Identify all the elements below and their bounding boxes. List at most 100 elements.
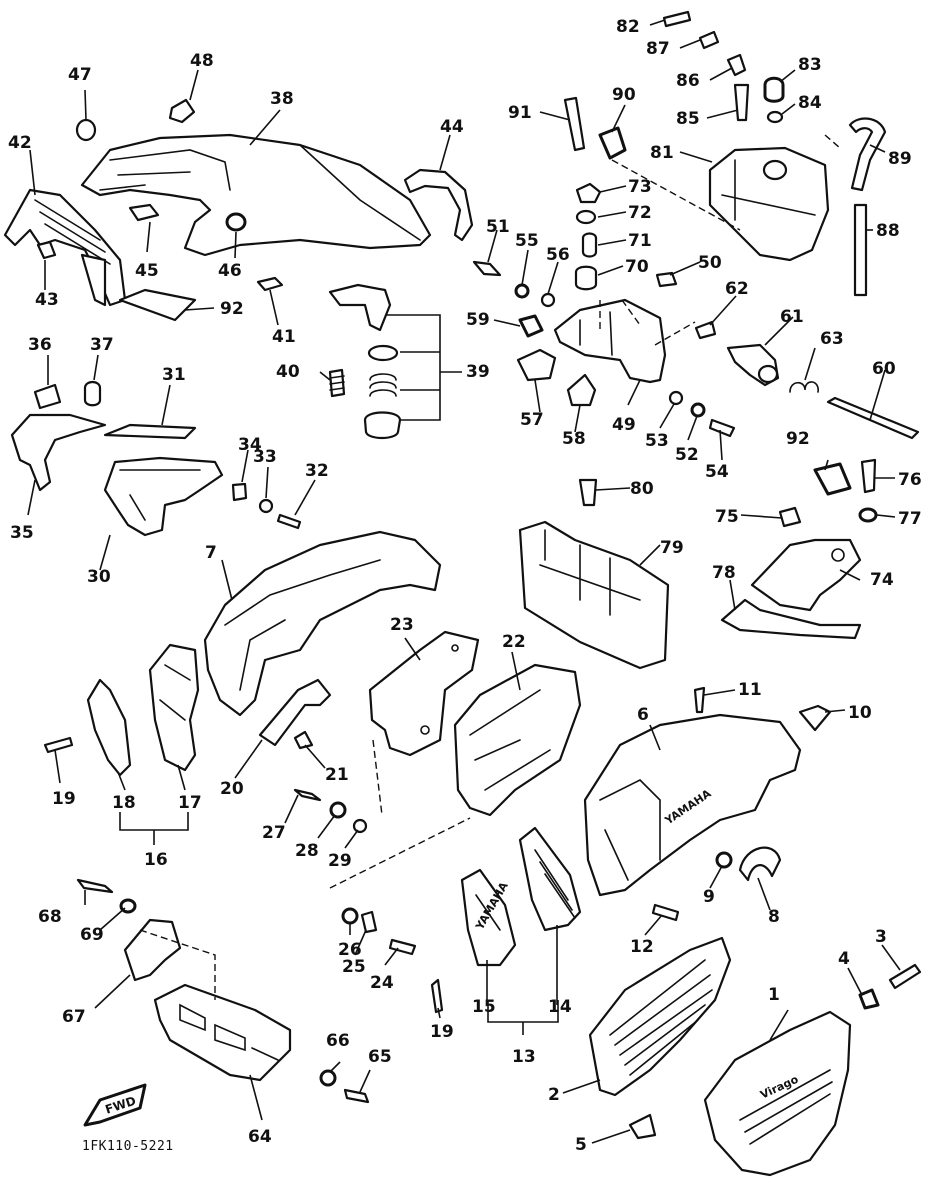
callout-48: 48 [190, 51, 214, 71]
part-2-side-cover [588, 936, 732, 1097]
part-42-grab-rail [3, 188, 127, 307]
callout-75: 75 [715, 507, 739, 527]
callout-87: 87 [646, 39, 670, 59]
callout-61: 61 [780, 307, 804, 327]
part-3-bolt [888, 963, 922, 990]
callout-57: 57 [520, 410, 544, 430]
part-62-clip [694, 320, 717, 340]
leader-lines [27, 19, 901, 1144]
part-41-plate [256, 276, 284, 292]
part-89-hose [848, 117, 887, 192]
part-48-nut [168, 98, 196, 124]
part-23-bracket [368, 630, 480, 757]
callout-52: 52 [675, 445, 699, 465]
part-71-collar [581, 232, 598, 258]
part-32-screw [276, 513, 302, 530]
part-92-pad [118, 288, 197, 322]
part-8-clamp [738, 846, 782, 882]
part-64-mount [153, 983, 292, 1082]
callout-11: 11 [738, 680, 762, 700]
part-4-nut [858, 988, 880, 1010]
part-77-nut [858, 507, 878, 523]
part-14-side-panel [518, 826, 582, 932]
part-31-strip [103, 423, 197, 440]
callout-79: 79 [660, 538, 684, 558]
part-52-washer [690, 402, 706, 418]
callout-91: 91 [508, 103, 532, 123]
callout-19b: 19 [430, 1022, 454, 1042]
part-38-seat-cowl [80, 133, 432, 257]
callout-70: 70 [625, 257, 649, 277]
bracket-16 [119, 812, 189, 845]
callout-13: 13 [512, 1047, 536, 1067]
callout-44: 44 [440, 117, 464, 137]
part-34-clip [231, 482, 248, 502]
callout-80: 80 [630, 479, 654, 499]
diagram-caption: 1FK110-5221 [82, 1139, 174, 1154]
part-7-side-cover-frame [203, 530, 442, 717]
part-51-bolt [472, 260, 502, 277]
part-45-strip [128, 203, 160, 222]
callout-49: 49 [612, 415, 636, 435]
callout-81: 81 [650, 143, 674, 163]
callout-92b: 92 [786, 429, 810, 449]
callout-55: 55 [515, 231, 539, 251]
callout-40: 40 [276, 362, 300, 382]
callout-41: 41 [272, 327, 296, 347]
part-83-cap [763, 76, 785, 103]
callout-3: 3 [875, 927, 887, 947]
callout-5: 5 [575, 1135, 587, 1155]
part-20-stay [258, 678, 332, 747]
callout-54: 54 [705, 462, 729, 482]
callout-84: 84 [798, 93, 822, 113]
callout-37: 37 [90, 335, 114, 355]
part-30-cover [103, 456, 224, 537]
callout-labels: 42 43 47 48 38 44 45 46 92 41 40 39 36 3… [8, 17, 922, 1155]
callout-26: 26 [338, 940, 362, 960]
part-75-grommet [778, 506, 802, 528]
callout-56: 56 [546, 245, 570, 265]
part-85-fitting [733, 83, 750, 122]
part-78-plate [720, 598, 862, 640]
part-19-bolt [43, 736, 74, 754]
callout-64: 64 [248, 1127, 272, 1147]
callout-25: 25 [342, 957, 366, 977]
part-46-grommet [225, 212, 247, 232]
callout-74: 74 [870, 570, 894, 590]
callout-9: 9 [703, 887, 715, 907]
callout-50: 50 [698, 253, 722, 273]
callout-18: 18 [112, 793, 136, 813]
callout-88: 88 [876, 221, 900, 241]
callout-31: 31 [162, 365, 186, 385]
callout-63: 63 [820, 329, 844, 349]
part-37-grommet [83, 380, 102, 407]
part-28-washer [329, 801, 347, 819]
callout-42: 42 [8, 133, 32, 153]
callout-17: 17 [178, 793, 202, 813]
part-63-spring [789, 381, 819, 393]
part-79-battery-box [518, 520, 670, 670]
callout-21: 21 [325, 765, 349, 785]
part-81-reservoir [708, 146, 830, 262]
part-59-nut [518, 314, 544, 338]
callout-83: 83 [798, 55, 822, 75]
callout-68: 68 [38, 907, 62, 927]
part-66-nut [319, 1069, 337, 1087]
part-40-spring [328, 368, 346, 398]
callout-76: 76 [898, 470, 922, 490]
callout-29: 29 [328, 851, 352, 871]
part-91-bolt [563, 96, 586, 152]
callout-77: 77 [898, 509, 922, 529]
forward-direction-arrow: FWD [83, 1083, 147, 1127]
callout-30: 30 [87, 567, 111, 587]
part-44-grab-rail [403, 168, 474, 242]
callout-65: 65 [368, 1047, 392, 1067]
part-21-clip [293, 730, 314, 750]
callout-78: 78 [712, 563, 736, 583]
part-82-pin [662, 10, 692, 28]
callout-66: 66 [326, 1031, 350, 1051]
part-60-shaft [826, 396, 920, 440]
part-10-clip [798, 704, 832, 732]
callout-73: 73 [628, 177, 652, 197]
part-84-washer [766, 110, 784, 124]
